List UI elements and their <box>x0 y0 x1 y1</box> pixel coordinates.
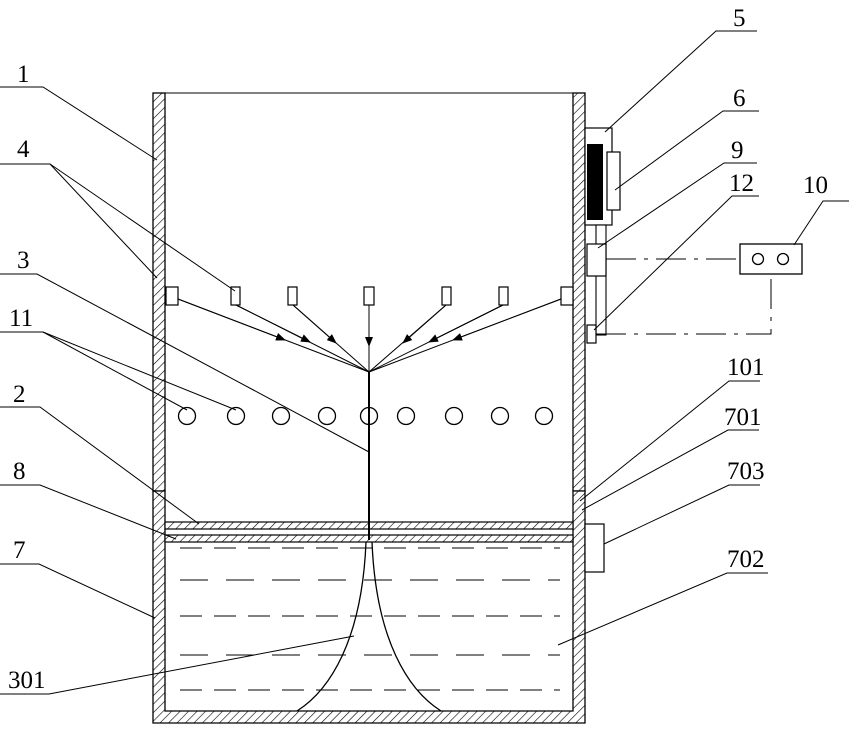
upper-right-wall <box>573 93 585 491</box>
support-strip <box>596 225 606 335</box>
nozzle <box>442 287 451 305</box>
component-12 <box>587 325 596 343</box>
dark-element <box>587 144 603 220</box>
nozzle <box>288 287 297 305</box>
label-5: 5 <box>733 5 746 32</box>
label-2: 2 <box>13 381 26 408</box>
label-703: 703 <box>727 458 765 485</box>
component-703 <box>585 524 604 572</box>
upper-left-wall <box>153 93 165 491</box>
nozzle <box>166 287 178 305</box>
side-unit <box>585 128 802 572</box>
label-12: 12 <box>729 170 754 197</box>
label-1: 1 <box>17 61 30 88</box>
nozzle <box>561 287 573 305</box>
nozzle-array <box>166 287 573 305</box>
label-8: 8 <box>13 458 26 485</box>
spray-lines <box>178 299 561 372</box>
label-301: 301 <box>8 667 46 694</box>
component-9 <box>587 244 606 276</box>
controller-10 <box>740 244 802 274</box>
label-10: 10 <box>803 172 828 199</box>
flared-base <box>297 542 441 711</box>
leader-lines <box>0 31 849 694</box>
nozzle <box>499 287 508 305</box>
label-101: 101 <box>727 354 765 381</box>
label-3: 3 <box>17 247 30 274</box>
reference-labels: 1 4 3 11 2 8 7 301 5 6 9 12 10 101 701 7… <box>8 5 828 694</box>
liquid-level-lines <box>180 548 560 690</box>
label-11: 11 <box>9 305 33 332</box>
nozzle <box>364 287 374 305</box>
hole-row <box>179 408 553 425</box>
label-4: 4 <box>17 136 30 163</box>
label-701: 701 <box>724 404 762 431</box>
label-9: 9 <box>731 137 744 164</box>
signal-line-12 <box>596 274 771 334</box>
component-6 <box>607 152 620 210</box>
label-702: 702 <box>727 546 765 573</box>
label-6: 6 <box>733 85 746 112</box>
label-7: 7 <box>13 537 26 564</box>
